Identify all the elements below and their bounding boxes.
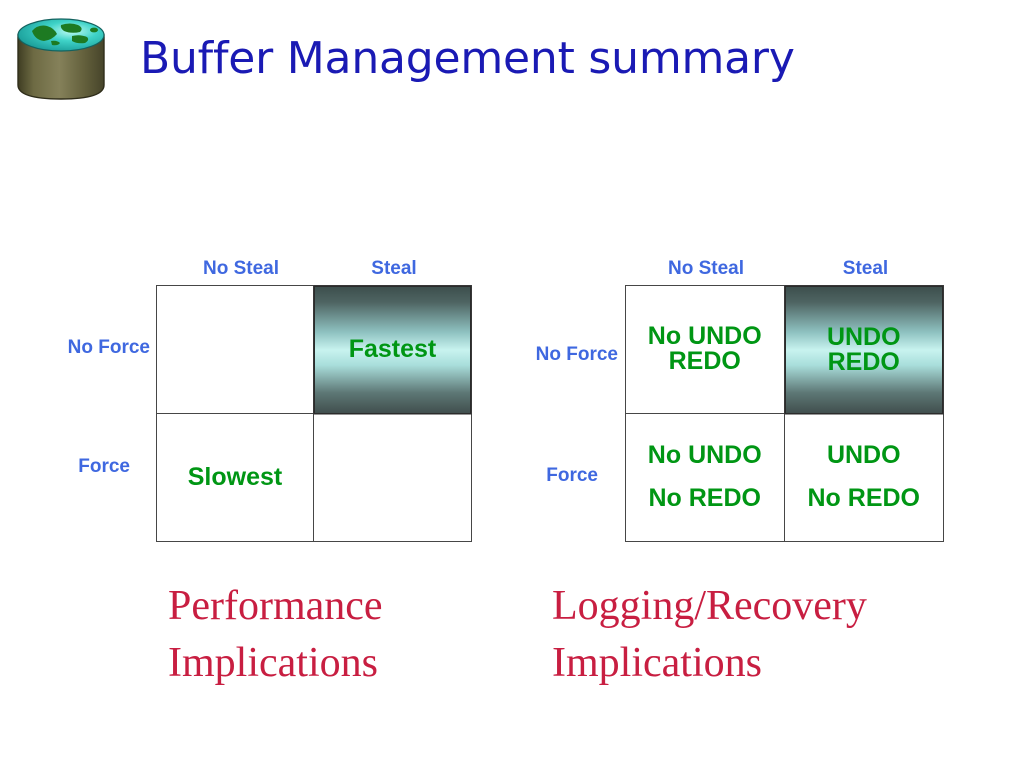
matrix-performance-grid: Fastest Slowest xyxy=(156,285,472,542)
page-title: Buffer Management summary xyxy=(140,33,795,84)
cell-text: UNDO REDO xyxy=(826,322,901,376)
cell-noforce-nosteal-performance[interactable] xyxy=(157,286,314,414)
matrix-logging-grid: No UNDO REDO UNDO REDO No UNDO No REDO U… xyxy=(625,285,944,542)
cell-noforce-steal-logging[interactable]: UNDO REDO xyxy=(784,286,943,414)
caption-logging-recovery-implications: Logging/Recovery Implications xyxy=(552,583,867,686)
cell-text: Slowest xyxy=(187,462,283,491)
cell-noforce-steal-performance[interactable]: Fastest xyxy=(314,286,471,414)
matrix-logging: No Steal Steal No Force Force xyxy=(470,250,1024,550)
cell-force-nosteal-performance[interactable]: Slowest xyxy=(157,413,314,541)
cell-text: No UNDO REDO xyxy=(647,322,762,376)
cell-text: Fastest xyxy=(348,335,437,364)
matrix-performance: No Steal Steal No Force Force xyxy=(0,250,500,550)
matrix-logging-row-header-force: Force xyxy=(546,465,598,486)
matrix-performance-col-header-no-steal: No Steal xyxy=(202,258,280,279)
matrix-logging-row-header-no-force: No Force xyxy=(535,344,618,365)
database-globe-icon xyxy=(17,18,105,100)
matrix-performance-row-header-no-force: No Force xyxy=(67,337,150,358)
matrix-performance-col-header-steal: Steal xyxy=(371,258,417,279)
cell-force-steal-logging[interactable]: UNDO No REDO xyxy=(785,414,944,542)
cell-text: UNDO No REDO xyxy=(807,440,921,513)
cell-force-nosteal-logging[interactable]: No UNDO No REDO xyxy=(626,413,785,541)
cell-force-steal-performance[interactable] xyxy=(314,414,471,542)
cell-noforce-nosteal-logging[interactable]: No UNDO REDO xyxy=(626,286,785,414)
matrix-performance-row-header-force: Force xyxy=(78,456,130,477)
matrix-logging-col-header-no-steal: No Steal xyxy=(667,258,745,279)
cell-text: No UNDO No REDO xyxy=(647,440,762,513)
matrix-logging-col-header-steal: Steal xyxy=(842,258,889,279)
slide-header: Buffer Management summary xyxy=(0,0,1024,120)
caption-performance-implications: Performance Implications xyxy=(168,583,383,686)
